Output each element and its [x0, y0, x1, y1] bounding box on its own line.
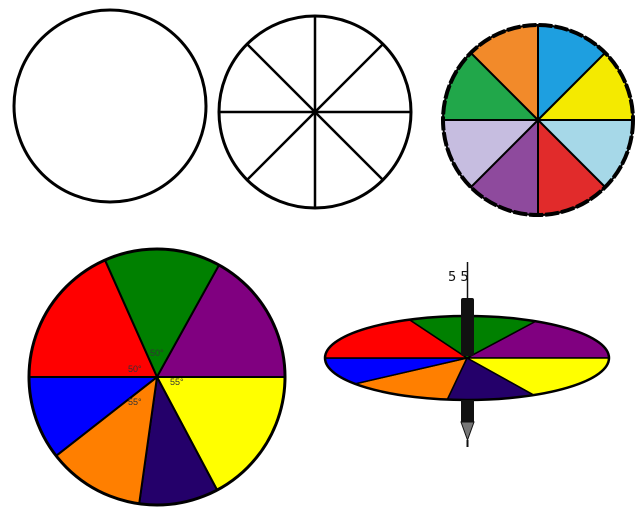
- divider-lines: [219, 16, 411, 208]
- angle-label-1: 50°: [150, 348, 164, 358]
- big-wheel: [29, 249, 285, 505]
- pencil-upper-body: [461, 298, 474, 356]
- colored-wheel: [443, 25, 633, 215]
- blank-circle: [14, 10, 206, 202]
- pencil: [461, 262, 474, 447]
- pencil-lower-body: [461, 400, 474, 422]
- pencil-tip: [461, 422, 474, 440]
- angle-label-3: 55°: [170, 377, 184, 387]
- pencil-handwritten-label: 5 5: [448, 270, 469, 285]
- angle-label-2: 50°: [128, 364, 142, 374]
- angle-label-4: 55°: [128, 397, 142, 407]
- divided-circle: [219, 16, 411, 208]
